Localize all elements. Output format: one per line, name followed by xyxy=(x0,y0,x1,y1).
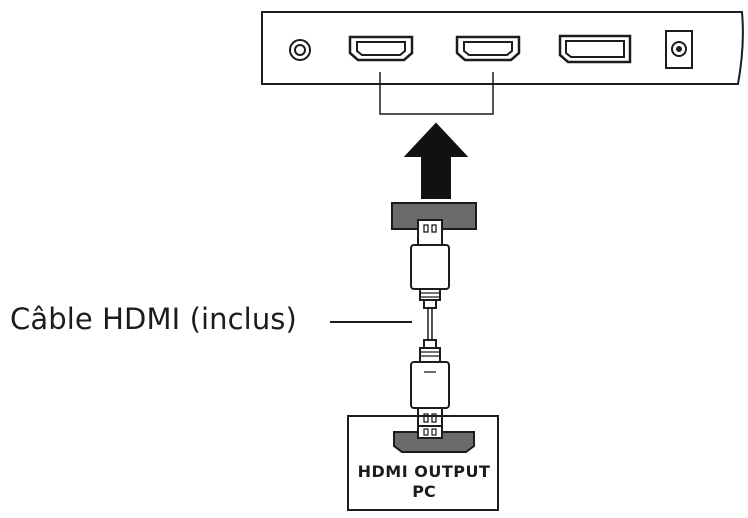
audio-jack-icon xyxy=(289,39,311,61)
pc-box-label-line2: PC xyxy=(412,482,436,501)
hdmi-plug-monitor-end xyxy=(391,202,477,309)
connect-direction-arrow xyxy=(403,122,469,199)
hdmi-port-2-icon xyxy=(455,35,521,62)
hdmi-port-1-icon xyxy=(348,35,414,62)
pc-source-box xyxy=(347,415,499,511)
hdmi-ports-bracket xyxy=(379,72,494,115)
hdmi-plug-pc-end xyxy=(410,339,450,433)
hdmi-cable xyxy=(427,308,433,340)
pc-box-label-line1: HDMI OUTPUT xyxy=(357,462,491,481)
displayport-port-icon xyxy=(558,34,632,64)
cable-label: Câble HDMI (inclus) xyxy=(10,302,297,336)
pc-hdmi-output-port-icon xyxy=(393,425,475,453)
monitor-rear-panel xyxy=(261,11,744,85)
dc-power-port-icon xyxy=(665,30,693,69)
